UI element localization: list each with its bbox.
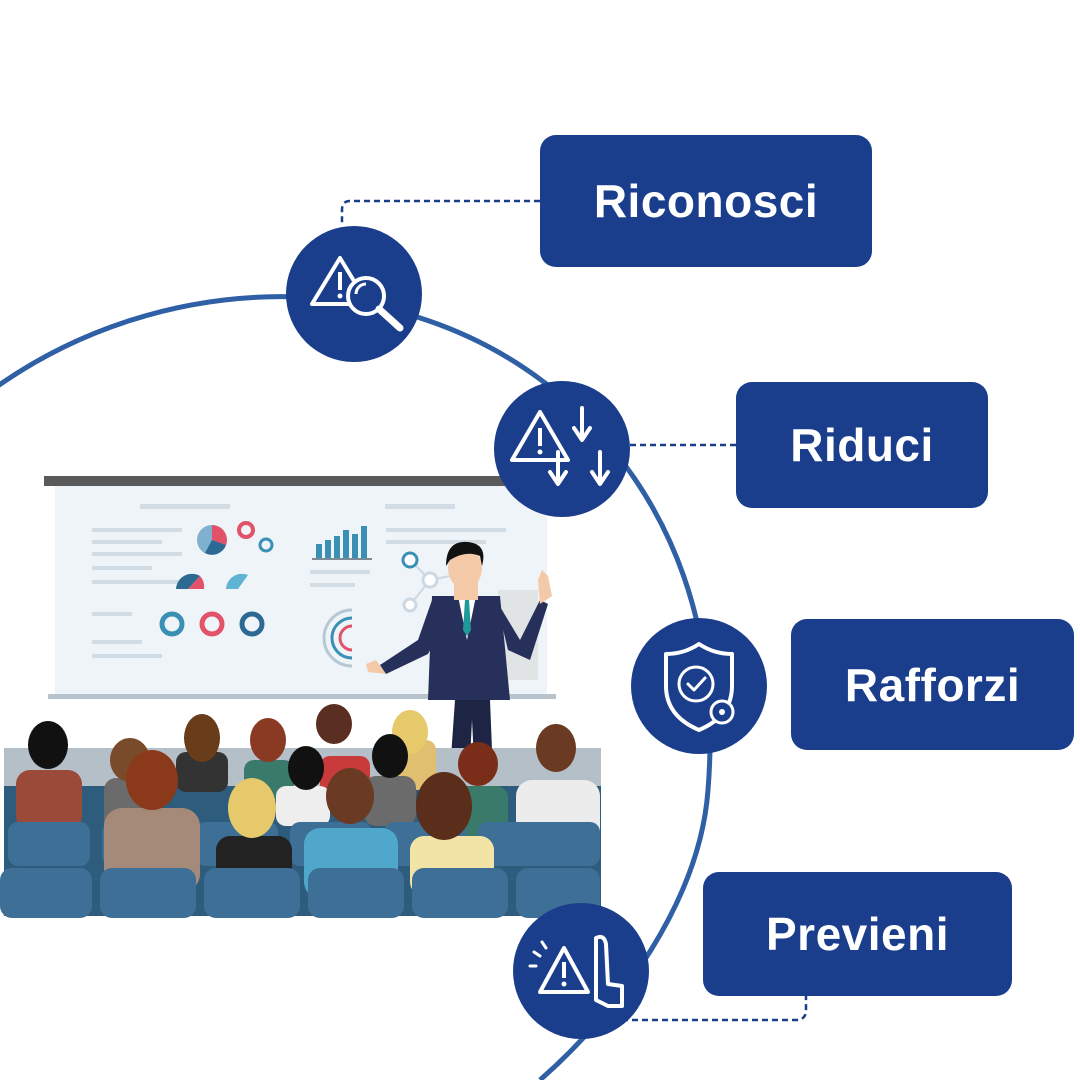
warning-reduce-icon — [494, 381, 630, 517]
shield-check-icon — [631, 618, 767, 754]
warning-stop-hand-icon — [513, 903, 649, 1039]
step-riconosci-label: Riconosci — [540, 135, 872, 267]
step-previeni-label: Previeni — [703, 872, 1012, 996]
cycle-arc — [0, 294, 713, 1080]
connector-riconosci — [340, 199, 540, 226]
step-riduci-label: Riduci — [736, 382, 988, 508]
warning-search-icon — [286, 226, 422, 362]
presentation-illustration — [0, 476, 601, 918]
step-rafforzi-label: Rafforzi — [791, 619, 1074, 750]
connector-previeni — [622, 996, 808, 1022]
